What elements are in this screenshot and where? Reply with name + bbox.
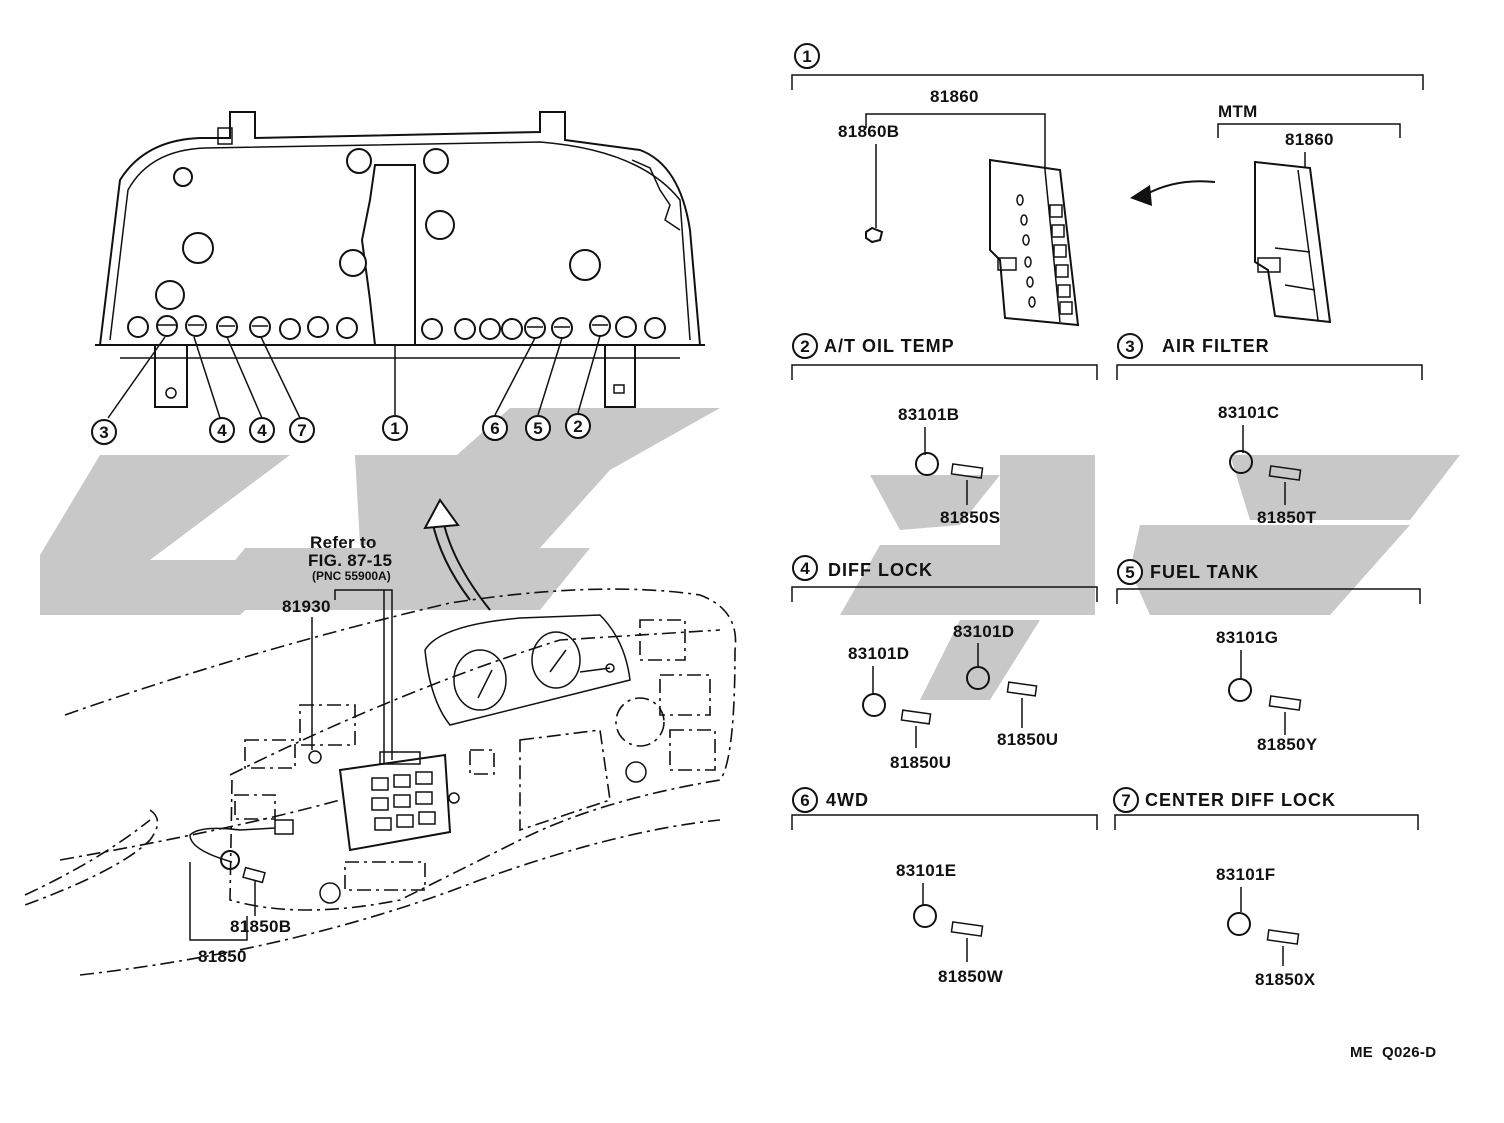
section-3-title: AIR FILTER [1162,336,1270,356]
section-3: 3 AIR FILTER 83101C 81850T [1116,333,1423,527]
callout-7: 7 [289,417,315,443]
svg-text:6: 6 [800,791,809,810]
section-4-title: DIFF LOCK [828,560,933,580]
callout-6: 6 [482,415,508,441]
connector-81860 [989,158,1080,327]
callout-4b: 4 [249,417,275,443]
figure-code: ME Q026-D [1350,1044,1436,1061]
svg-text:2: 2 [800,337,809,356]
up-arrow [423,498,491,611]
refer-to-label: Refer to [310,533,377,552]
callout-4a: 4 [209,417,235,443]
watermark-logo [40,408,1460,700]
svg-text:81850U: 81850U [890,753,951,772]
svg-text:83101G: 83101G [1216,628,1278,647]
section-2-title: A/T OIL TEMP [824,336,955,356]
svg-text:83101D: 83101D [953,622,1014,641]
pnc-label: (PNC 55900A) [312,569,391,583]
svg-text:1: 1 [802,47,811,66]
section-5-title: FUEL TANK [1150,562,1259,582]
section-6-title: 4WD [826,790,869,810]
svg-text:6: 6 [490,419,499,438]
svg-text:81850W: 81850W [938,967,1004,986]
section-7-title: CENTER DIFF LOCK [1145,790,1336,810]
svg-text:83101C: 83101C [1218,403,1279,422]
part-81850b-label: 81850B [230,917,291,936]
svg-text:83101B: 83101B [898,405,959,424]
bulb-holes [127,148,666,340]
svg-text:4: 4 [217,421,227,440]
svg-text:5: 5 [1125,563,1134,582]
fig-label: FIG. 87-15 [308,551,392,570]
svg-text:7: 7 [1121,791,1130,810]
part-81860b-label: 81860B [838,122,899,141]
part-81850-label: 81850 [198,947,247,966]
svg-text:81850T: 81850T [1257,508,1317,527]
connector-81860-mtm [1254,160,1332,324]
center-switch-panel [338,751,460,852]
part-81860-mtm-label: 81860 [1285,130,1334,149]
dashboard [24,588,737,976]
section-5: 5 FUEL TANK 83101G 81850Y [1116,559,1421,754]
svg-text:81850Y: 81850Y [1257,735,1318,754]
part-81860-label: 81860 [930,87,979,106]
svg-text:5: 5 [533,419,542,438]
svg-text:81850X: 81850X [1255,970,1316,989]
callout-2: 2 [565,413,591,439]
callout-3: 3 [91,419,117,445]
svg-text:7: 7 [297,421,306,440]
part-81930-label: 81930 [282,597,331,616]
instrument-cluster-rear [95,111,705,419]
svg-text:1: 1 [390,419,399,438]
mtm-label: MTM [1218,102,1258,121]
section-4: 4 DIFF LOCK 83101D 81850U 83101D 81850U [791,555,1098,772]
dashboard-labels: Refer to FIG. 87-15 (PNC 55900A) 81930 8… [189,533,393,966]
svg-text:3: 3 [99,423,108,442]
svg-text:81850U: 81850U [997,730,1058,749]
section-6: 6 4WD 83101E 81850W [791,787,1098,986]
svg-text:83101F: 83101F [1216,865,1275,884]
svg-text:3: 3 [1125,337,1134,356]
section-2: 2 A/T OIL TEMP 83101B 81850S [791,333,1098,527]
svg-text:83101E: 83101E [896,861,956,880]
section-7: 7 CENTER DIFF LOCK 83101F 81850X [1113,787,1419,989]
svg-text:83101D: 83101D [848,644,909,663]
svg-text:81850S: 81850S [940,508,1000,527]
svg-text:4: 4 [800,559,810,578]
callout-1: 1 [382,415,408,441]
section-1: 1 81860 81860B MTM 81860 [791,43,1424,327]
cluster-callouts: 3 4 4 7 1 6 5 2 [91,413,591,445]
svg-text:4: 4 [257,421,267,440]
callout-5: 5 [525,415,551,441]
svg-text:2: 2 [573,417,582,436]
